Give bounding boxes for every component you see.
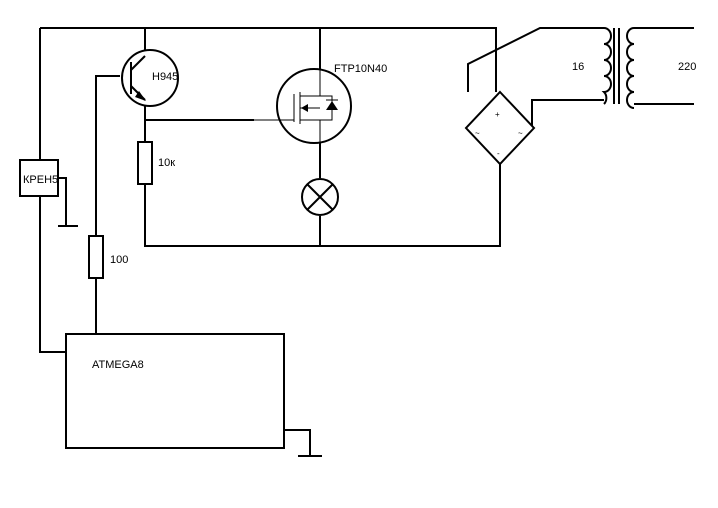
diode-bridge: + - ~ ~ (464, 90, 536, 166)
resistor-100-body (88, 235, 104, 279)
regulator-body (19, 159, 59, 197)
transistor-label: H945 (152, 71, 178, 83)
emitter-arrow (135, 91, 146, 101)
regulator-label: КРЕН5 (23, 174, 58, 186)
lamp (301, 178, 339, 216)
lamp-cross-icon (306, 183, 334, 211)
primary-label: 220 (678, 61, 696, 73)
bridge-minus: - (497, 149, 500, 158)
mosfet-arrow (301, 104, 308, 112)
resistor-10k-body (137, 141, 153, 185)
bridge-ac-right: ~ (518, 129, 523, 138)
mosfet-label: FTP10N40 (334, 63, 387, 75)
mcu-body (65, 333, 285, 449)
primary-coil (626, 27, 635, 109)
wires (39, 27, 694, 457)
atmega8-mcu: ATMEGA8 (65, 333, 285, 449)
mosfet-diode (326, 101, 338, 110)
resistor-100-label: 100 (110, 254, 128, 266)
bridge-ac-left: ~ (475, 129, 480, 138)
secondary-label: 16 (572, 61, 584, 73)
resistor-100: 100 (88, 235, 128, 279)
mosfet-circle (276, 68, 352, 144)
mcu-label: ATMEGA8 (92, 359, 144, 371)
transistor-h945: H945 (121, 49, 179, 107)
bridge-plus: + (495, 110, 500, 119)
resistor-10k: 10к (137, 141, 175, 185)
transistor-collector (130, 55, 146, 71)
transformer: 16 220 (572, 27, 696, 109)
bridge-diamond (464, 90, 536, 166)
mosfet-ftp10n40: FTP10N40 (254, 63, 387, 144)
regulator-kreh5: КРЕН5 (19, 159, 59, 197)
resistor-10k-label: 10к (158, 157, 175, 169)
secondary-coil (601, 27, 612, 105)
